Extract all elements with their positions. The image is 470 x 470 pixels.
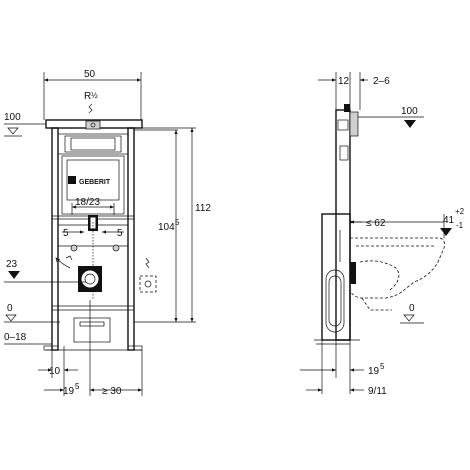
fixing-point-left [70, 244, 78, 252]
wc-bowl-outline [349, 237, 445, 311]
cistern-valve [85, 120, 101, 130]
side-level-top-label: 100 [401, 106, 418, 117]
left-offset-label: 5 [63, 228, 69, 239]
front-height-total-label: 112 [195, 203, 211, 214]
connection-fraction: ½ [91, 91, 98, 100]
drain-connection [55, 255, 102, 292]
pipe-centers-dimension: 18/23 [71, 197, 115, 215]
front-height-flush-sup: 5 [175, 218, 180, 227]
side-wall-offset-label: 2–6 [373, 76, 390, 87]
bottom-a-label: 10 [49, 366, 61, 377]
power-socket-box [139, 257, 157, 293]
front-width-dimension: 50 [43, 69, 142, 120]
side-top-dimensions: 12 2–6 [318, 72, 390, 110]
side-height-sup: +2 [455, 207, 465, 216]
side-bottom-a-sup: 5 [380, 362, 385, 371]
side-height-sub: -1 [456, 221, 464, 230]
bottom-b-label: 19 [63, 386, 75, 397]
front-view: 50 R ½ [4, 69, 211, 397]
installation-frame [43, 119, 143, 351]
side-level-100: 100 [358, 106, 424, 128]
front-level-mid-label: 23 [6, 259, 18, 270]
side-level-floor-label: 0 [409, 303, 415, 314]
front-bottom-dimensions: 10 19 5 ≥ 30 [38, 300, 143, 397]
fixing-point-right [112, 244, 120, 252]
front-level-floor-label: 0 [7, 303, 13, 314]
brand-plate: GEBERIT [68, 176, 111, 186]
side-bottom-dimensions: 19 5 9/11 [300, 340, 387, 397]
front-level-100: 100 [4, 112, 46, 137]
side-depth-label: 12 [338, 76, 350, 87]
bottom-b-sup: 5 [75, 382, 80, 391]
side-view: 12 2–6 100 [300, 72, 465, 397]
front-height-flush-label: 104 [158, 222, 175, 233]
side-level-0: 0 [400, 303, 424, 324]
front-level-top-label: 100 [4, 112, 21, 123]
side-height-label: 41 [443, 215, 455, 226]
pipe-centers-label: 18/23 [75, 197, 100, 208]
water-connection-callout: R ½ [84, 91, 98, 114]
side-bottom-b-label: 9/11 [368, 386, 387, 397]
front-height-dimensions: 104 5 112 [134, 127, 211, 323]
side-frame [314, 104, 360, 345]
side-projection-dimension: ≤ 62 [350, 214, 445, 238]
front-level-23: 23 [4, 259, 86, 283]
side-projection-label: ≤ 62 [366, 218, 386, 229]
connection-label: R [84, 91, 91, 102]
bottom-c-label: ≥ 30 [102, 386, 122, 397]
front-width-label: 50 [84, 69, 96, 80]
front-level-0: 0 0–18 [4, 303, 60, 345]
offset-dimensions: 5 5 [62, 222, 124, 300]
brand-label: GEBERIT [79, 179, 111, 186]
floor-range-label: 0–18 [4, 332, 27, 343]
right-offset-label: 5 [117, 228, 123, 239]
side-height-dimension: 41 +2 -1 [440, 207, 465, 236]
side-bottom-a-label: 19 [368, 366, 380, 377]
